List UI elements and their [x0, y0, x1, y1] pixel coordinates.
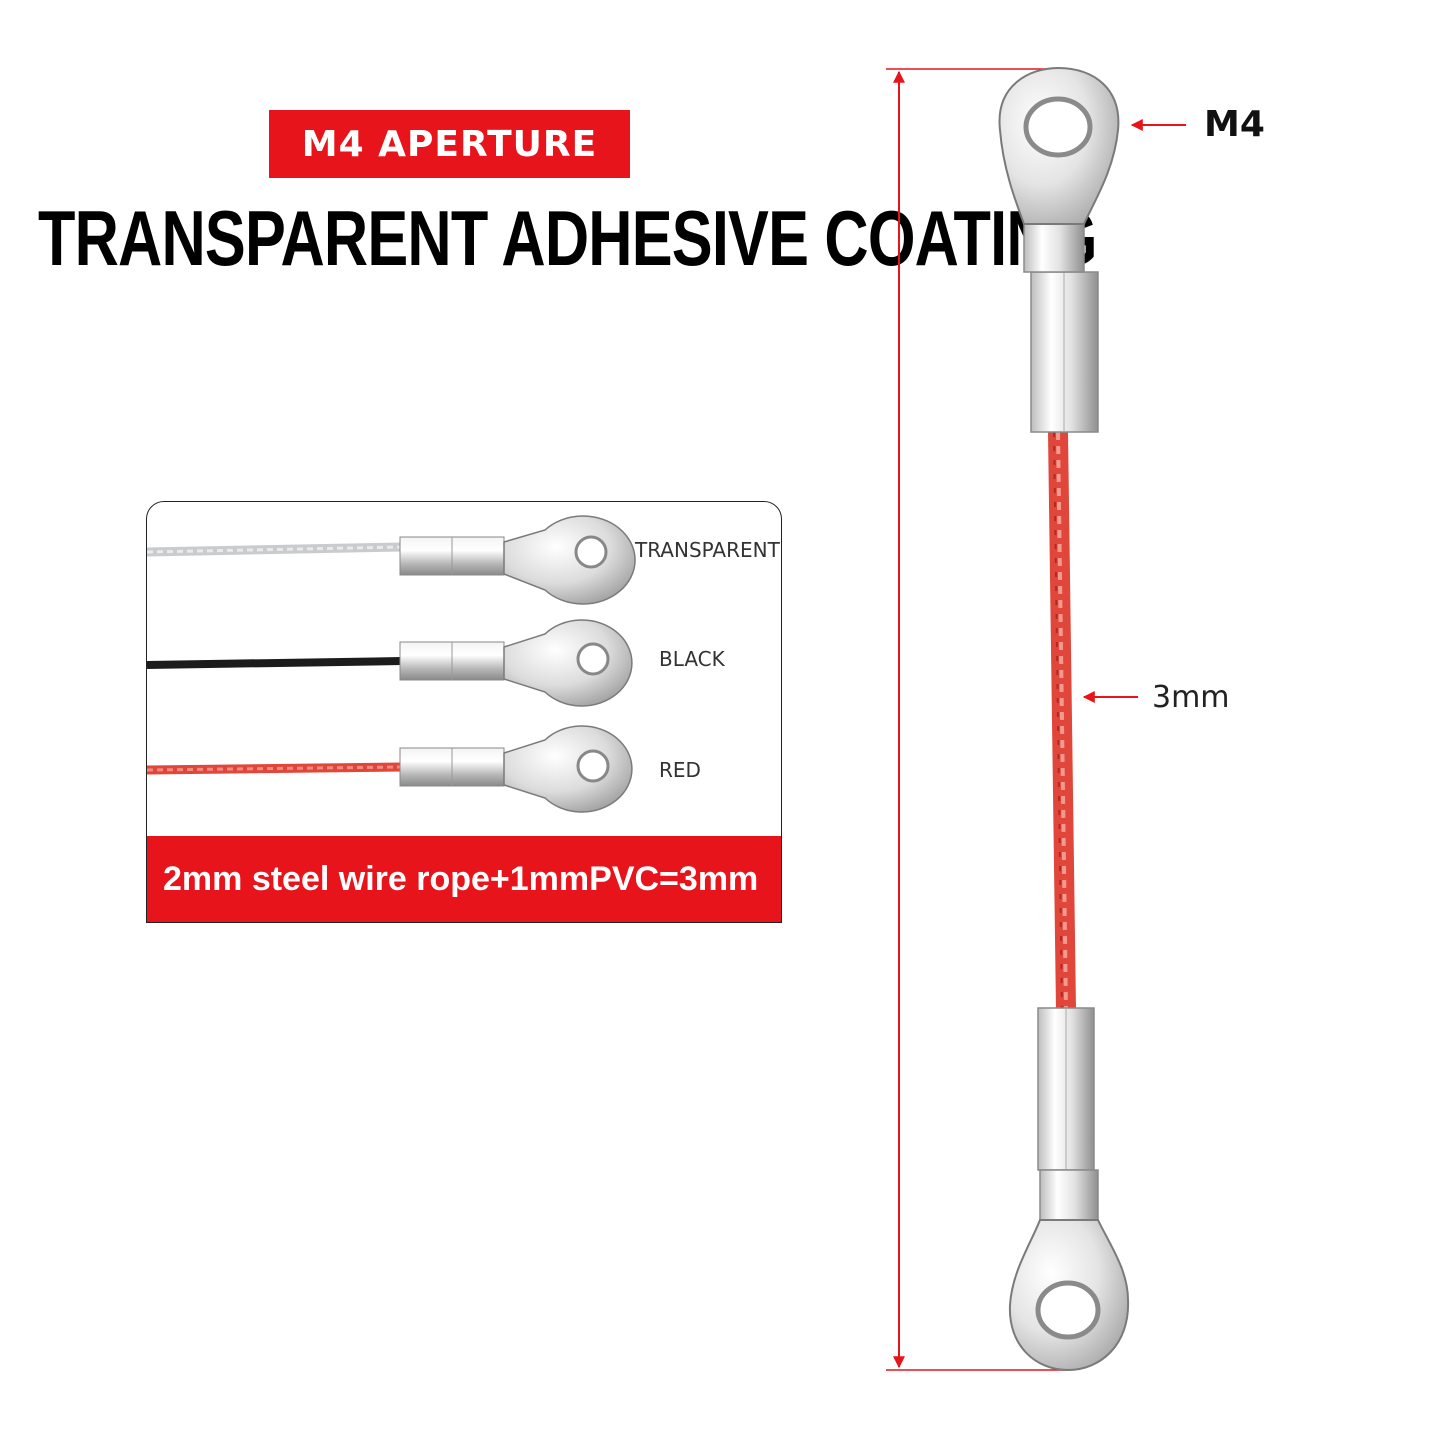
spec-footer: 2mm steel wire rope+1mmPVC=3mm: [147, 836, 781, 922]
length-dimension-line: [886, 68, 1067, 1371]
variant-label-transparent: TRANSPARENT: [635, 538, 780, 562]
aperture-badge: M4 APERTURE: [269, 110, 630, 178]
red-coated-wire: [1048, 431, 1076, 1011]
bottom-ring-terminal: [1008, 1007, 1130, 1372]
top-ring-terminal: [998, 66, 1120, 433]
wire-sample-transparent: [147, 515, 636, 605]
diameter-label: 3mm: [1152, 680, 1230, 715]
wire-sample-red: [147, 725, 633, 813]
aperture-badge-text: M4 APERTURE: [301, 123, 598, 165]
variant-label-black: BLACK: [659, 647, 725, 671]
color-options-illustration: [147, 515, 636, 813]
aperture-label: M4: [1204, 104, 1265, 145]
variant-label-red: RED: [659, 758, 701, 782]
wire-sample-black: [147, 619, 633, 707]
color-options-card: TRANSPARENT BLACK RED 2mm steel wire rop…: [146, 501, 782, 923]
